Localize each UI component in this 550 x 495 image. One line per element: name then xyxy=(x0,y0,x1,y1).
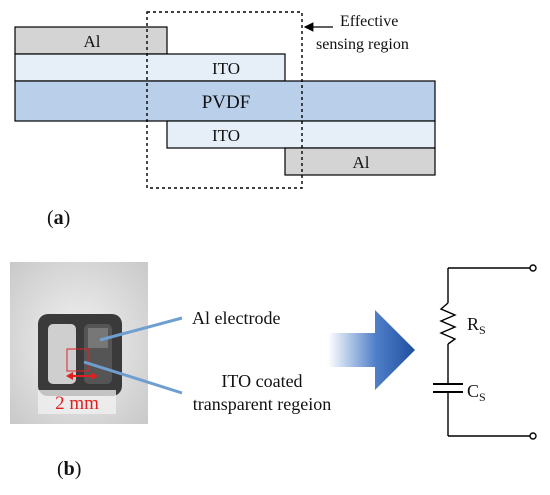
resistor-subscript: S xyxy=(479,323,486,337)
capacitor-subscript: S xyxy=(479,390,486,404)
scale-label: 2 mm xyxy=(55,393,99,414)
pvdf-layer xyxy=(14,80,436,122)
equivalent-arrow xyxy=(328,310,415,390)
ito-bottom-layer xyxy=(166,120,436,149)
equivalent-circuit xyxy=(433,267,530,437)
ito-top-label: ITO xyxy=(212,59,240,78)
resistor-label: RS xyxy=(467,314,486,337)
scale-bar xyxy=(66,372,98,380)
ito-region-label-line2: transparent regeion xyxy=(193,394,331,414)
al-bottom-label: Al xyxy=(353,153,370,172)
pvdf-label: PVDF xyxy=(202,92,251,113)
al-callout-line xyxy=(99,316,183,342)
al-top-label: Al xyxy=(84,32,101,51)
ito-top-layer xyxy=(14,53,286,82)
ito-region-marker xyxy=(66,348,90,372)
panel-a-label: (a) xyxy=(47,207,71,229)
layer-stack xyxy=(14,26,436,176)
terminal-top xyxy=(529,264,537,272)
ito-bottom-label: ITO xyxy=(212,126,240,145)
terminal-bottom xyxy=(529,432,537,440)
resistor-symbol xyxy=(439,302,457,345)
region-label-line2: sensing region xyxy=(316,36,409,53)
effective-sensing-region-box xyxy=(146,11,303,189)
al-bottom-layer xyxy=(284,147,436,176)
al-top-layer xyxy=(14,26,168,55)
panel-b-label: (b) xyxy=(57,458,82,480)
al-electrode-label: Al electrode xyxy=(192,308,280,328)
region-label-line1: Effective xyxy=(340,13,398,30)
ito-callout-line xyxy=(83,360,183,395)
ito-region-label-line1: ITO coated xyxy=(221,371,302,391)
capacitor-label: CS xyxy=(467,381,486,404)
